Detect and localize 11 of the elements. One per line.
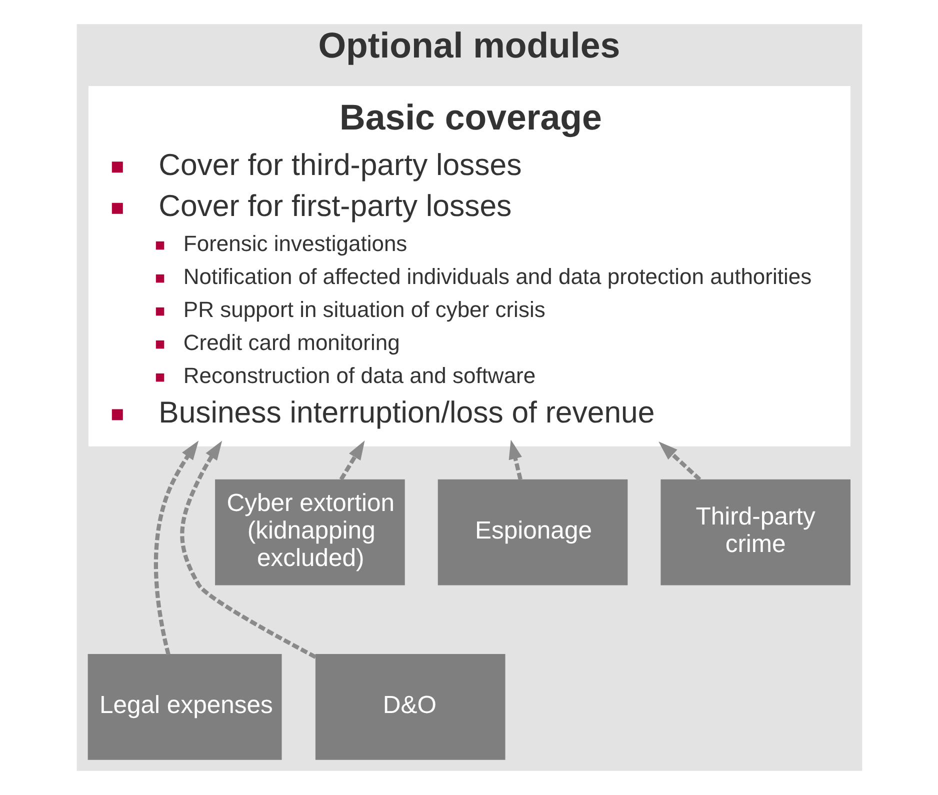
node-box: Espionage [437,479,628,586]
arrow [658,442,701,482]
arrow [338,440,364,481]
node-box: Legal expenses [87,654,282,760]
arrow [153,440,198,656]
node-box: Basic coverage Cover for third-party losses Cover for first-party losses Forensic investigations Notification of affected individuals and data protection authorities PR support in situation of cyber crisis Credit card monitoring Reconstruction of data and software Business interruption/loss of revenue [88,86,850,446]
node-box: D&O [314,654,505,760]
arrow [508,440,522,480]
arrow [180,440,316,659]
node-box: Third-party crime [660,479,850,586]
node-box: Cyber extortion (kidnapping excluded) [214,479,404,586]
